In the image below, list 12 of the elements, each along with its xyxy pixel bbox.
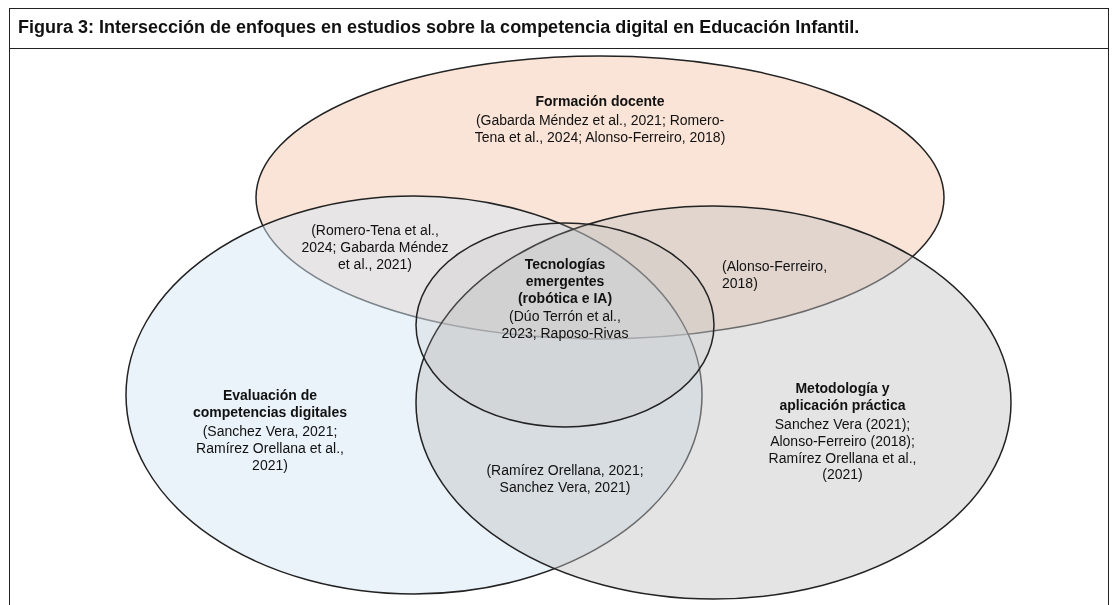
citation-text: (Ramírez Orellana, 2021; Sanchez Vera, 2021) bbox=[485, 462, 645, 496]
citation-text: Sanchez Vera (2021); Alonso-Ferreiro (2018); Ramírez Orellana et al., (2021) bbox=[767, 416, 918, 484]
citation-text: (Gabarda Méndez et al., 2021; Romero-Tena et al., 2024; Alonso-Ferreiro, 2018) bbox=[473, 112, 727, 146]
heading: Metodología y aplicación práctica bbox=[778, 380, 907, 414]
citation-text: (Sanchez Vera, 2021; Ramírez Orellana et al., 2021) bbox=[195, 423, 345, 474]
heading: Evaluación de competencias digitales bbox=[191, 387, 349, 421]
citation-text: (Romero-Tena et al., 2024; Gabarda Méndez et al., 2021) bbox=[300, 222, 450, 273]
citation-text: (Dúo Terrón et al., 2023; Raposo-Rivas bbox=[500, 308, 630, 342]
citation-text: (Alonso-Ferreiro, 2018) bbox=[722, 258, 829, 292]
heading: Formación docente bbox=[534, 93, 666, 110]
figure-title: Figura 3: Intersección de enfoques en estudios sobre la competencia digital en Educación Infantil. bbox=[18, 17, 860, 38]
heading: Tecnologías emergentes (robótica e IA) bbox=[516, 256, 614, 307]
